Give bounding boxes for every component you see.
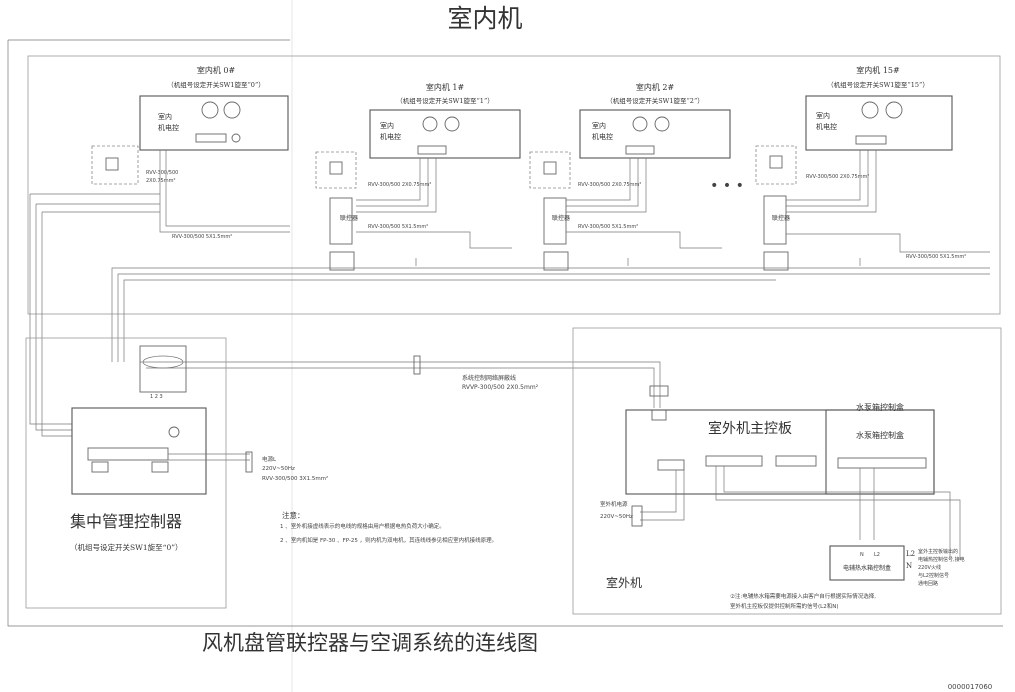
svg-text:联控器: 联控器 [340,214,358,222]
svg-text:电辅热水箱控制盒: 电辅热水箱控制盒 [843,564,891,572]
linkage-controller-2 [543,197,567,245]
central-controller-title: 集中管理控制器 [70,512,182,531]
indoor-unit-1-setting: （机组号设定开关SW1旋至“1”） [396,96,494,105]
ground-icon [231,133,241,143]
svg-text:联控器: 联控器 [552,214,570,222]
svg-text:与L2控制信号: 与L2控制信号 [918,572,949,579]
svg-text:机电控: 机电控 [380,132,401,141]
indoor-unit-0-box [139,95,289,151]
svg-text:室内: 室内 [592,121,606,130]
fan-motor-icon [201,101,219,119]
svg-text:RVV-300/500 5X1.5mm²: RVV-300/500 5X1.5mm² [172,234,232,240]
indoor-unit-15: 室内机 15# （机组号设定开关SW1旋至“15”） 室内 机电控 联控器 RV… [755,65,990,271]
svg-text:L2: L2 [906,550,915,558]
top-title: 室内机 [447,4,522,33]
indoor-unit-0-controller: 室内 [158,112,172,121]
linkage-controller-15 [763,195,787,245]
svg-text:电源L: 电源L [262,455,277,463]
indoor-unit-1: 室内机 1# （机组号设定开关SW1旋至“1”） 室内 机电控 联控器 RVV-… [315,82,521,271]
indoor-unit-15-name: 室内机 15# [856,65,900,75]
svg-text:RVV-300/500 2X0.75mm²: RVV-300/500 2X0.75mm² [368,182,431,188]
svg-text:RVV-300/500 5X1.5mm²: RVV-300/500 5X1.5mm² [368,224,428,230]
note-1: 1 、室外机接虚线表示的电线的规格由用户根据电热负荷大小确定。 [280,522,445,530]
indoor-unit-2: 室内机 2# （机组号设定开关SW1旋至“2”） 室内 机电控 联控器 RVV-… [529,82,731,271]
pump-control-box [825,409,935,495]
svg-text:室内: 室内 [816,111,830,120]
thermostat-15 [755,145,797,185]
svg-text:联控器: 联控器 [772,214,790,222]
indoor-unit-1-name: 室内机 1# [426,82,465,92]
outdoor-label: 室外机 [606,575,642,590]
valve-motor-icon [223,101,241,119]
indoor-unit-0-name: 室内机 0# [197,65,236,75]
svg-text:室内: 室内 [380,121,394,130]
svg-text:N: N [860,552,864,558]
central-terminal-block [87,447,169,461]
network-cable-label: 系统控制网络屏蔽线 [462,374,516,382]
outdoor-main-board-label: 室外机主控板 [708,420,792,437]
outdoor-bottom-note-1: ②注:电辅热水箱需要电源接入由客户自行根据实际情况选择, [730,592,876,600]
svg-text:RVV-300/500 2X0.75mm²: RVV-300/500 2X0.75mm² [806,174,869,180]
svg-text:N: N [906,562,912,570]
indoor-unit-15-setting: （机组号设定开关SW1旋至“15”） [827,80,929,89]
svg-text:1 2 3: 1 2 3 [150,394,163,400]
svg-text:机电控: 机电控 [816,122,837,131]
central-area-frame [25,337,227,609]
svg-text:220V~50Hz: 220V~50Hz [262,466,295,472]
indoor-unit-0: 室内机 0# （机组号设定开关SW1旋至“0”） 室内 机电控 RVV-300/… [91,65,290,240]
svg-text:机电控: 机电控 [592,132,613,141]
indoor-unit-2-name: 室内机 2# [636,82,675,92]
svg-text:RVV-300/500 5X1.5mm²: RVV-300/500 5X1.5mm² [906,254,966,260]
svg-text:RVV-300/500 3X1.5mm²: RVV-300/500 3X1.5mm² [262,475,328,482]
outdoor-area-frame [572,327,1002,615]
linkage-controller-1 [329,197,353,245]
thermostat-1 [315,151,357,189]
thermostat-2 [529,151,571,189]
svg-text:RVV-300/500 5X1.5mm²: RVV-300/500 5X1.5mm² [578,224,638,230]
central-controller: 1 2 3 电源L 220V~50Hz RVV-300/500 3X1.5mm² [71,345,328,495]
notes: 注意： 1 、室外机接虚线表示的电线的规格由用户根据电热负荷大小确定。 2 、室… [280,510,497,544]
indoor-unit-2-setting: （机组号设定开关SW1旋至“2”） [606,96,704,105]
indoor-unit-0-setting: （机组号设定开关SW1旋至“0”） [167,80,265,89]
bottom-title: 风机盘管联控器与空调系统的连线图 [202,631,538,655]
indoor-area-frame [27,55,1001,315]
svg-text:机电控: 机电控 [158,123,179,132]
outer-wire-frame [7,40,1003,627]
svg-text:室外主控板输出的: 室外主控板输出的 [918,548,958,555]
network-bus [29,193,990,437]
svg-text:220V火线: 220V火线 [918,564,941,571]
corner-text: 0000017060 [948,683,993,691]
central-controller-box [71,407,207,495]
more-units-ellipsis: • • • [710,178,744,194]
outdoor-bottom-note-2: 室外机主控板仅提供控制所需的信号(L2和N) [730,602,838,610]
svg-text:电辅热控制信号,接电: 电辅热控制信号,接电 [918,556,965,563]
svg-text:RVV-300/500 2X0.75mm²: RVV-300/500 2X0.75mm² [578,182,641,188]
outdoor-unit: 室外机主控板 水泵箱控制盒 水泵箱控制盒 室外机电源 220V~50Hz 电辅热… [600,385,965,610]
outdoor-power-label: 室外机电源 [600,500,628,508]
note-2: 2 、室内机如是 FP-30 、FP-25 ，则内机为双电机，其连线线参见相应室… [280,536,497,544]
svg-text:RVVP-300/500 2X0.5mm²: RVVP-300/500 2X0.5mm² [462,384,539,391]
notes-heading: 注意： [282,510,305,520]
svg-text:2X0.75mm²: 2X0.75mm² [146,178,176,184]
terminal-block [195,133,227,143]
svg-text:通电回路: 通电回路 [918,580,938,587]
svg-text:L2: L2 [874,552,880,558]
thermostat-0 [91,145,139,185]
pump-box-inner-label: 水泵箱控制盒 [856,430,904,440]
heater-tank-box [829,545,905,581]
central-controller-setting: （机组号设定开关SW1旋至“0”） [70,542,183,552]
svg-text:RVV-300/500: RVV-300/500 [146,170,178,176]
svg-text:220V~50Hz: 220V~50Hz [600,514,633,520]
pump-box-outer-label: 水泵箱控制盒 [856,402,904,412]
